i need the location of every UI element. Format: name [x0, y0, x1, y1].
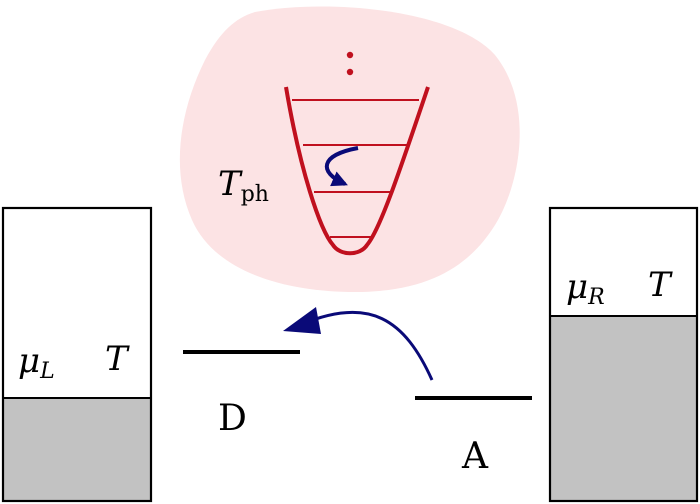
right-lead-box: [548, 206, 699, 503]
right-temperature: T: [648, 265, 673, 305]
ellipsis-dot-top: [346, 51, 354, 59]
left-lead-box: [1, 206, 153, 503]
right-chemical-potential: μR: [566, 267, 605, 310]
donor-label: D: [218, 398, 247, 439]
left-chemical-potential: μL: [18, 341, 55, 384]
electron-transfer-arrow: [299, 310, 434, 381]
phonon-transition-arrow: [324, 146, 359, 187]
acceptor-label: A: [461, 436, 489, 477]
electron-transfer-arrowhead: [283, 307, 321, 334]
left-temperature: T: [105, 339, 130, 379]
ellipsis-dot-bottom: [346, 68, 354, 76]
right-lead-filled: [550, 316, 697, 501]
oscillator-potential: [284, 86, 430, 256]
bath-temperature-label: Tph: [218, 164, 269, 207]
left-lead-filled: [3, 398, 151, 501]
